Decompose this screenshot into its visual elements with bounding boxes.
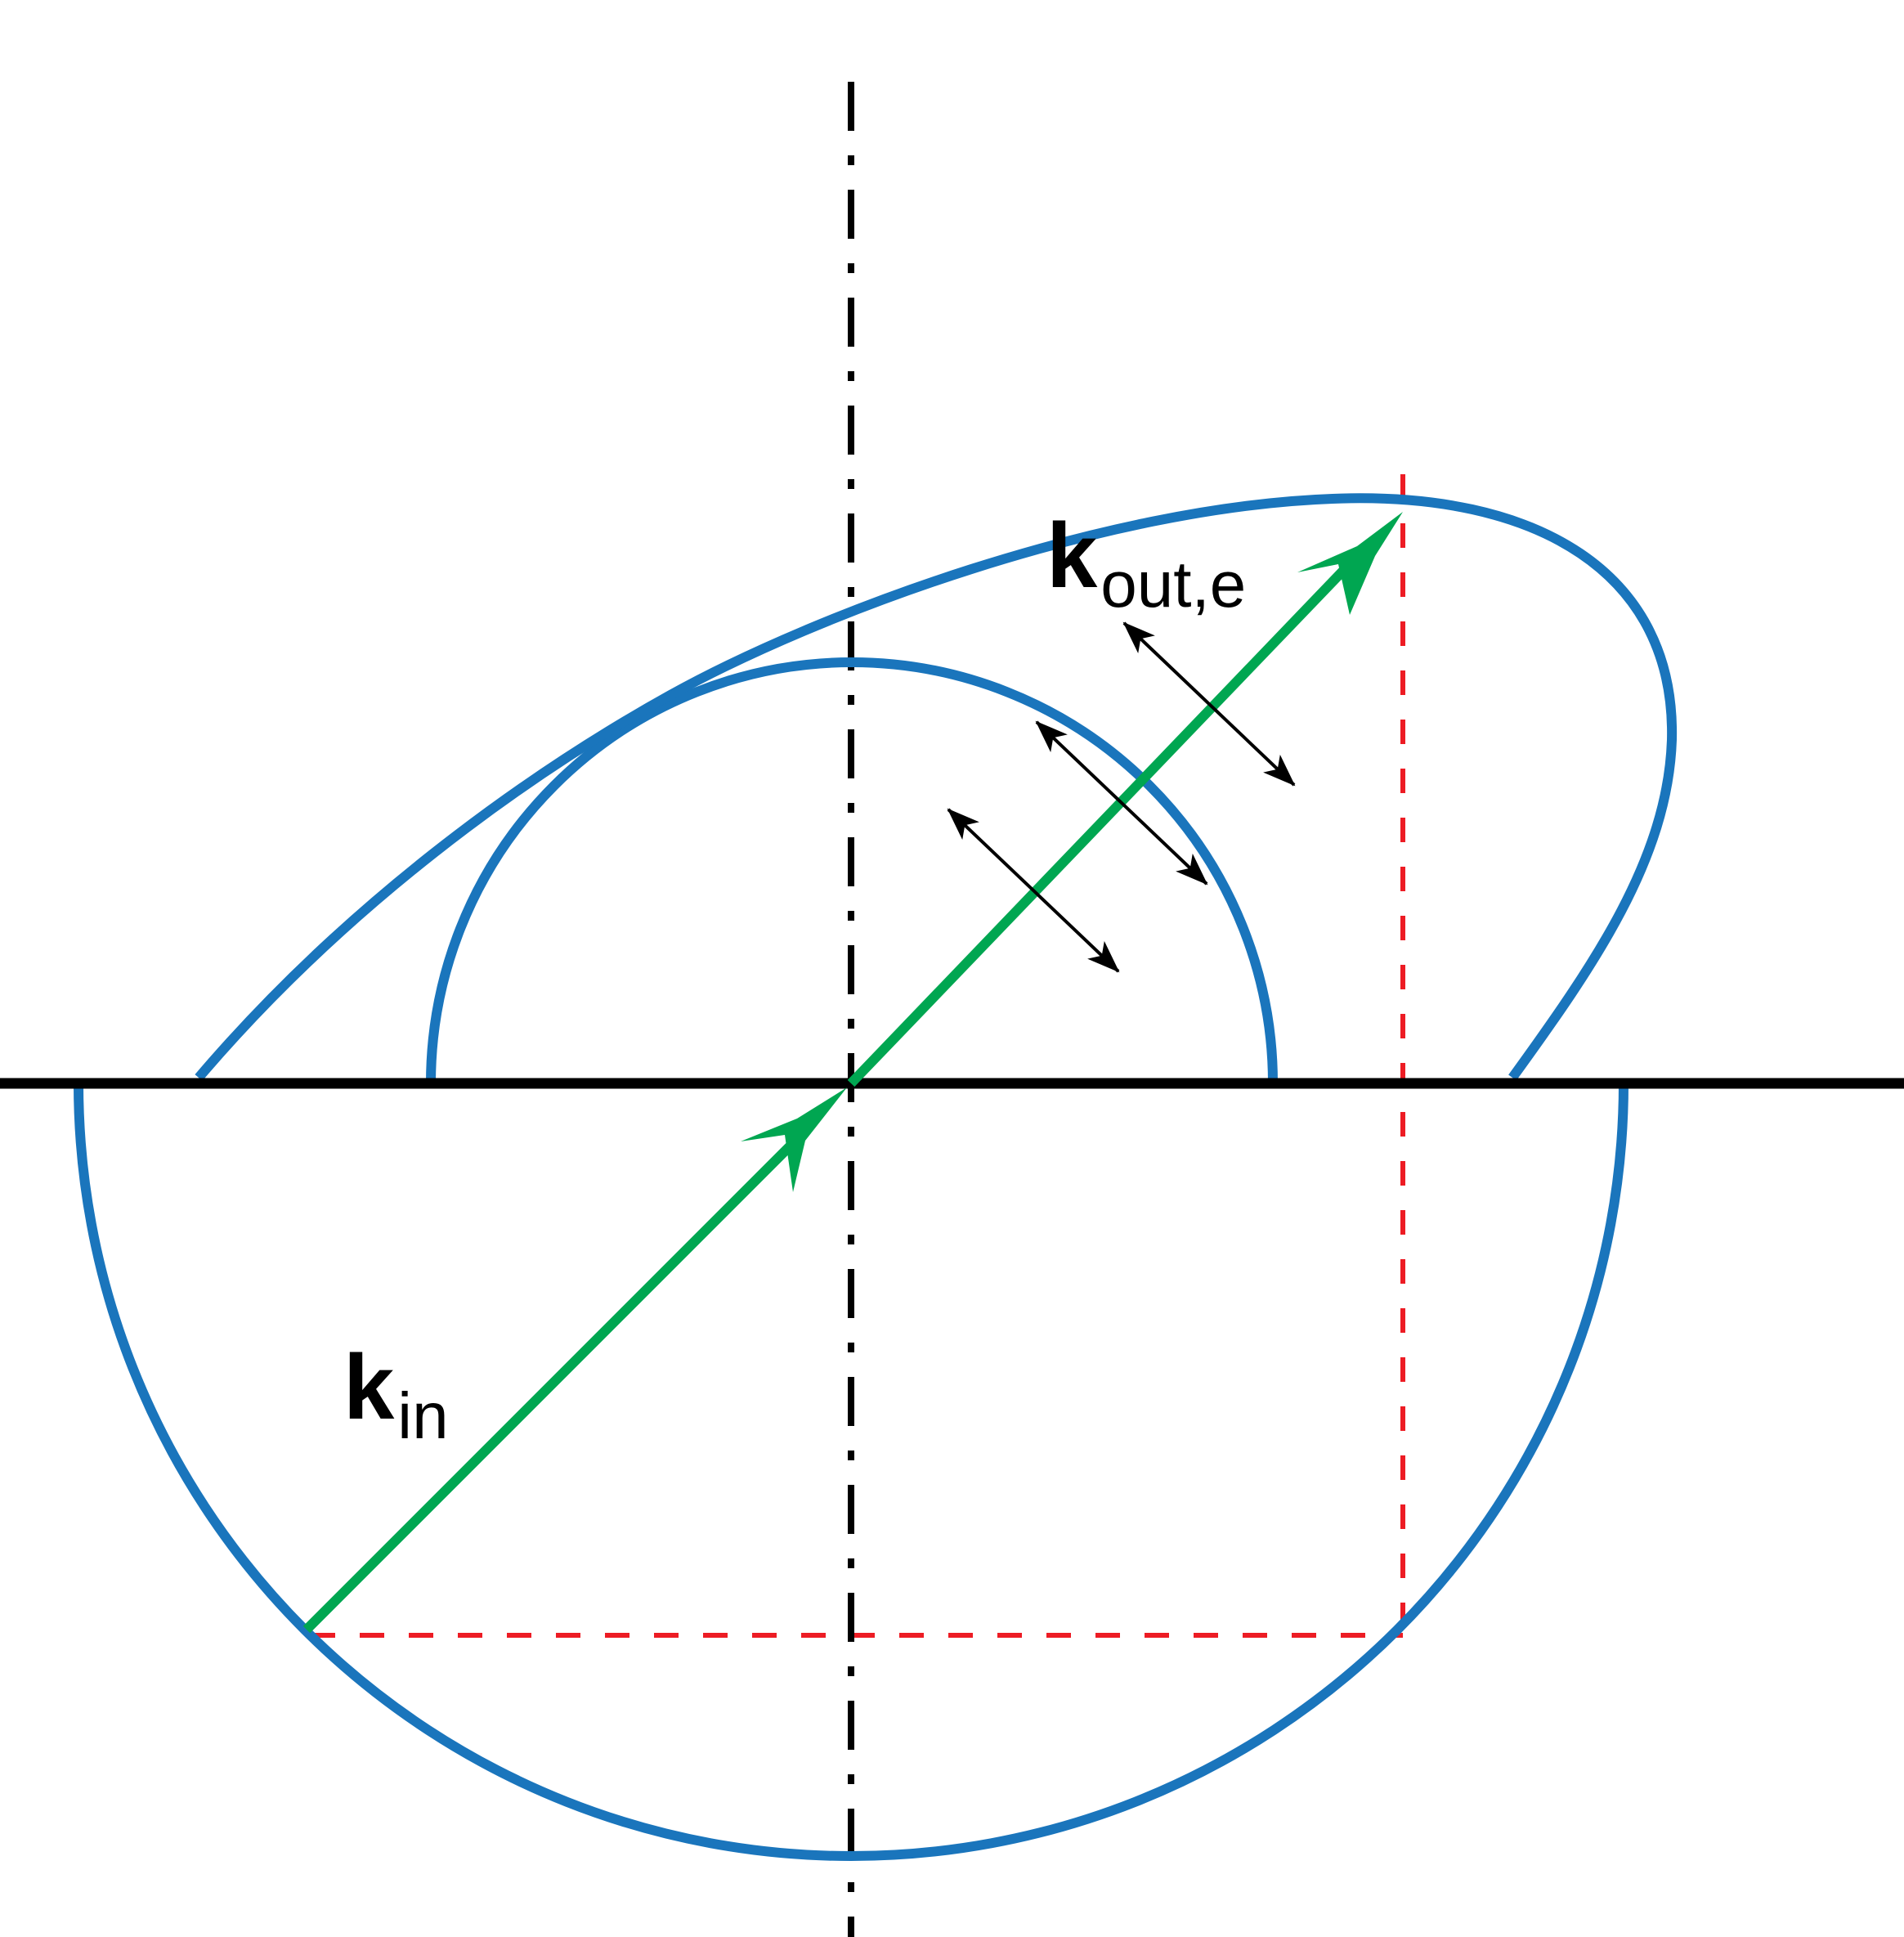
tangential-match-lines bbox=[311, 474, 1405, 1638]
k-in-arrow bbox=[302, 1087, 847, 1634]
polarization-arrows bbox=[947, 621, 1296, 973]
polarization-arrow bbox=[1122, 621, 1296, 787]
k-out-arrowhead bbox=[1297, 512, 1403, 615]
k-out-label: kout,e bbox=[1046, 504, 1246, 621]
outer-ellipse bbox=[195, 493, 1678, 1081]
lower-semicircle bbox=[74, 1083, 1628, 1861]
polarization-arrow bbox=[1035, 720, 1208, 886]
k-in-label: kin bbox=[343, 1336, 449, 1452]
polarization-arrow bbox=[947, 808, 1120, 973]
inner-semicircle bbox=[426, 657, 1278, 1084]
k-in-arrowhead bbox=[741, 1087, 847, 1192]
